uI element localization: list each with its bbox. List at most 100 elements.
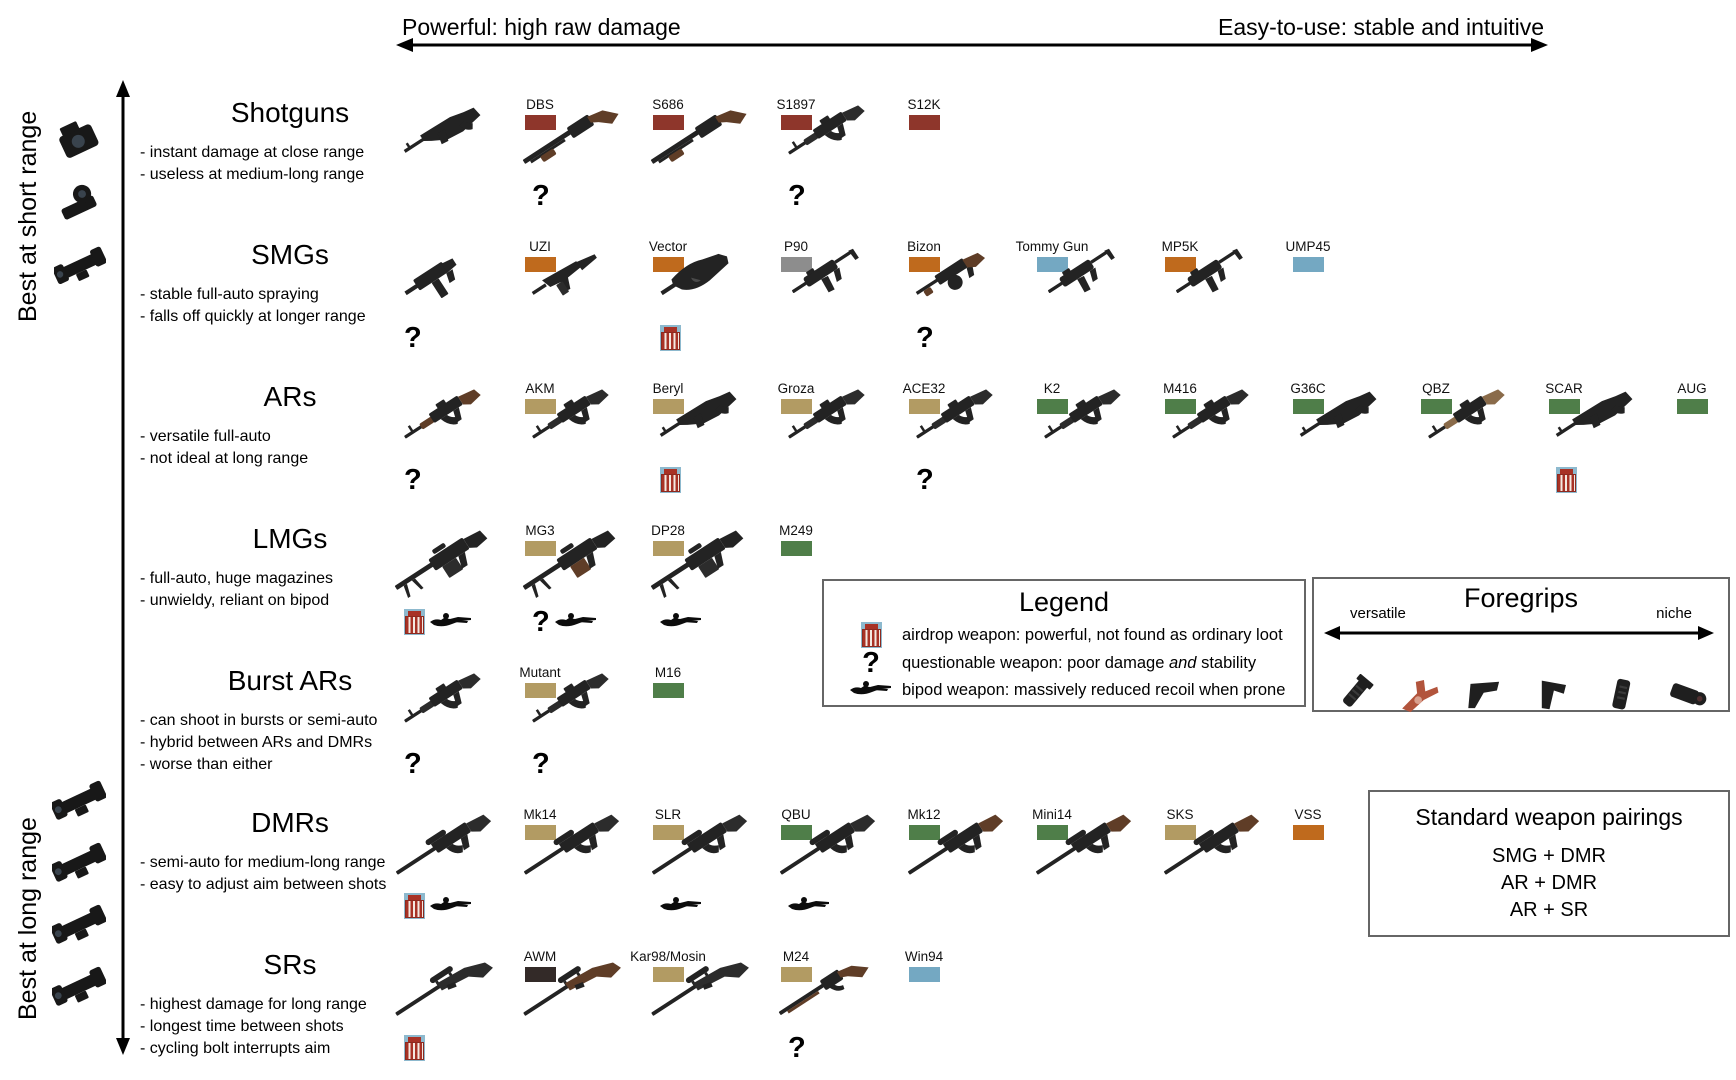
weapon-image-mini14 [896, 785, 1035, 904]
weapon-name: M24 [782, 949, 810, 964]
weapon-cell-dp28: DP28? [522, 521, 685, 643]
weapon-name: Bizon [907, 239, 941, 254]
ammo-badge-7-62mm [908, 399, 940, 414]
category-burst-ars: Burst ARs- can shoot in bursts or semi-a… [140, 665, 440, 776]
weapon-name: MG3 [525, 523, 555, 538]
weapon-cell-groza: Groza [656, 379, 814, 501]
left-axis: Best at short range Best at long range [0, 70, 150, 1080]
top-axis-arrow [396, 38, 1548, 52]
ammo-badge-7-62mm [652, 967, 684, 982]
weapon-cell-mini14: Mini14 [907, 805, 1072, 927]
weapon-image-qbu [640, 785, 779, 904]
weapon-icons: ? [532, 607, 597, 637]
category-note: - longest time between shots [140, 1018, 344, 1035]
foregrips-left-label: versatile [1350, 605, 1406, 622]
weapon-cell-bizon: Bizon [784, 237, 941, 359]
weapon-name: UMP45 [1285, 239, 1331, 254]
weapon-cell-s1897: S1897 [650, 95, 816, 217]
weapon-label-block: Vector [616, 239, 720, 272]
weapon-cell-uzi: UZI? [400, 237, 556, 359]
weapon-image-scar [1417, 361, 1536, 463]
weapon-icons: ? [404, 323, 422, 353]
question-icon: ? [532, 606, 550, 638]
weapon-image-win94 [768, 927, 907, 1046]
weapon-cell-mg3: MG3 [394, 521, 556, 643]
weapon-cell-vss: VSS [1163, 805, 1324, 927]
ammo-badge-7-62mm [1164, 825, 1196, 840]
bipod-icon [430, 896, 472, 916]
weapon-cell-awm: AWM [395, 947, 556, 1069]
weapon-icons [788, 891, 830, 921]
weapon-label-block: Groza [744, 381, 848, 414]
weapon-name: Mk14 [523, 807, 557, 822]
pairing-line: SMG + DMR [1492, 845, 1606, 867]
weapon-image-awm [384, 927, 523, 1046]
weapon-cell-qbz: QBZ [1296, 379, 1452, 501]
weapon-image-ump45 [1161, 219, 1280, 321]
pairing-line: AR + SR [1509, 899, 1589, 921]
weapon-icons [404, 891, 472, 921]
weapon-image-aug [1545, 361, 1664, 463]
weapon-cell-g36c: G36C [1168, 379, 1326, 501]
weapon-label-block: M416 [1128, 381, 1232, 414]
weapon-label-block: QBZ [1384, 381, 1488, 414]
weapon-label-block: DP28 [616, 523, 720, 556]
weapon-image-m249 [640, 501, 779, 620]
category-note: - can shoot in bursts or semi-auto [140, 712, 378, 729]
category-ars: ARs - versatile full-auto - not ideal at l… [140, 381, 440, 470]
top-axis: Powerful: high raw damage Easy-to-use: s… [0, 0, 1736, 70]
weapon-label-block: G36C [1256, 381, 1360, 414]
weapon-cell-ump45: UMP45 [1168, 237, 1331, 359]
legend-panel: Legend airdrop weapon: powerful, not fou… [822, 579, 1306, 707]
category-note: - hybrid between ARs and DMRs [140, 734, 373, 751]
weapon-image-uzi [393, 219, 512, 321]
category-title: Shotguns [230, 97, 350, 128]
ammo-badge-9mm [1292, 825, 1324, 840]
category-title: SRs [263, 949, 317, 980]
weapon-image-akm [393, 361, 512, 463]
weapon-icons: ? [404, 749, 422, 779]
category-note: - versatile full-auto [140, 428, 271, 445]
weapon-label-block: Tommy Gun [1000, 239, 1104, 272]
weapon-image-vss [1152, 785, 1291, 904]
ammo-badge-45-acp [1036, 257, 1068, 272]
ammo-badge-5-56mm [780, 825, 812, 840]
legend-text-airdrop: airdrop weapon: powerful, not found as o… [902, 625, 1283, 644]
weapon-name: Win94 [904, 949, 944, 964]
weapon-image-m24 [640, 927, 779, 1046]
airdrop-icon [860, 622, 882, 648]
ammo-badge-9mm [908, 257, 940, 272]
category-shotguns: Shotguns- instant damage at close range-… [140, 97, 440, 186]
weapon-image-slr [512, 785, 651, 904]
question-icon: ? [788, 1032, 806, 1064]
weapon-name: Beryl [652, 381, 684, 396]
category-note: - not ideal at long range [140, 450, 309, 467]
category-note: - useless at medium-long range [140, 166, 365, 183]
category-title: ARs [263, 381, 317, 412]
question-icon: ? [916, 464, 934, 496]
question-icon: ? [532, 180, 550, 212]
weapon-label-block: MP5K [1128, 239, 1232, 272]
weapon-icons [404, 607, 472, 637]
weapon-label-block: M249 [744, 523, 848, 556]
ammo-badge-7-62mm [780, 399, 812, 414]
ammo-badge-45-acp [1292, 257, 1324, 272]
weapon-name: M249 [779, 523, 813, 538]
ammo-badge-7-62mm [652, 399, 684, 414]
weapon-label-block: SCAR [1512, 381, 1616, 414]
weapon-name: G36C [1290, 381, 1326, 396]
bipod-icon [554, 612, 597, 632]
weapon-icons: ? [916, 323, 934, 353]
legend-text-questionable: questionable weapon: poor damage and sta… [902, 653, 1257, 672]
category-notes: - versatile full-auto - not ideal at long… [140, 426, 440, 470]
ranger-grip-icon [1397, 674, 1443, 723]
weapon-name: S12K [907, 97, 941, 112]
ammo-badge-5-56mm [1548, 399, 1580, 414]
ammo-badge-12-gauge [652, 115, 684, 130]
question-icon: ? [404, 464, 422, 496]
half-grip-icon [1599, 674, 1645, 723]
holographic-sight-icon [54, 116, 106, 173]
top-axis-right-label: Easy-to-use: stable and intuitive [1217, 14, 1544, 40]
legend-entry-questionable: ? questionable weapon: poor damage and s… [840, 648, 1304, 678]
vertical-foregrip-icon [1330, 673, 1376, 723]
